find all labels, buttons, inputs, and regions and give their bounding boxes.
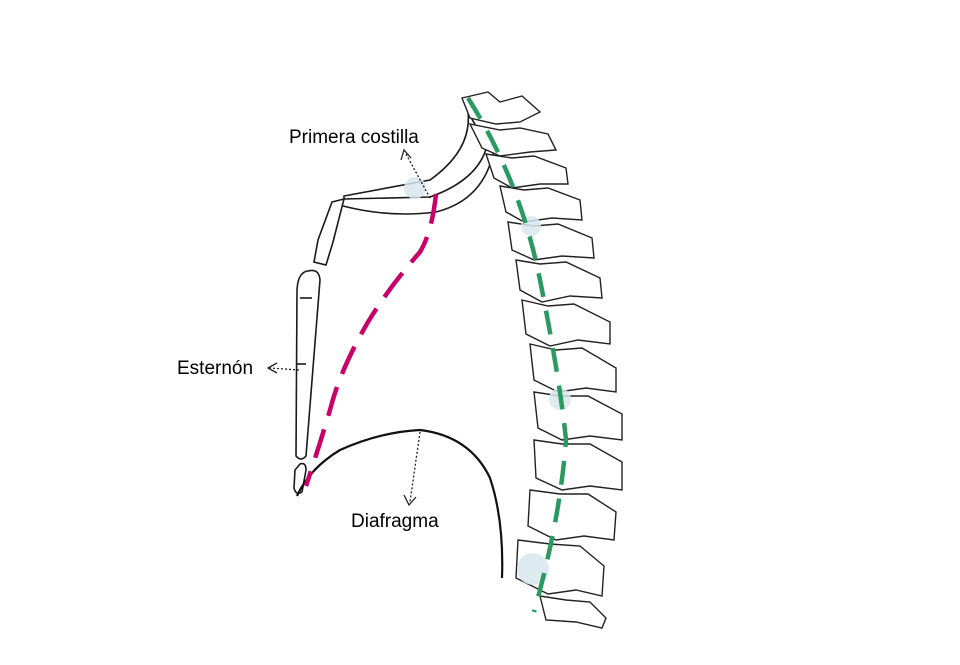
first-rib-label: Primera costilla	[289, 127, 419, 148]
first-rib-lower	[342, 149, 495, 215]
label-pointers	[266, 148, 431, 507]
vertebra	[533, 391, 623, 441]
diaphragm-label: Diafragma	[351, 511, 439, 532]
first-rib-pointer	[405, 153, 431, 199]
anterior-reference-line	[303, 193, 439, 487]
spinal-reference-line	[466, 96, 569, 613]
diaphragm-arrowhead	[403, 494, 417, 507]
vertebra	[507, 221, 595, 261]
first-rib-arrowhead	[400, 148, 412, 161]
vertebra	[527, 489, 617, 541]
sternum-label: Esternón	[177, 358, 254, 379]
vertebra	[484, 153, 569, 189]
sternum	[293, 197, 346, 495]
vertebra	[521, 299, 611, 347]
vertebra	[499, 185, 583, 223]
vertebra	[529, 343, 617, 393]
vertebra	[539, 595, 607, 629]
diaphragm-dome	[296, 428, 504, 579]
vertebra	[468, 123, 558, 157]
manubrium	[313, 197, 346, 266]
sternum-arrowhead	[266, 362, 278, 374]
sternum-body	[295, 269, 321, 460]
vertebra	[533, 439, 623, 491]
marker-first-rib	[404, 177, 426, 199]
diaphragm-pointer	[409, 431, 421, 503]
sternum-pointer	[269, 367, 300, 371]
vertebra	[515, 259, 603, 303]
